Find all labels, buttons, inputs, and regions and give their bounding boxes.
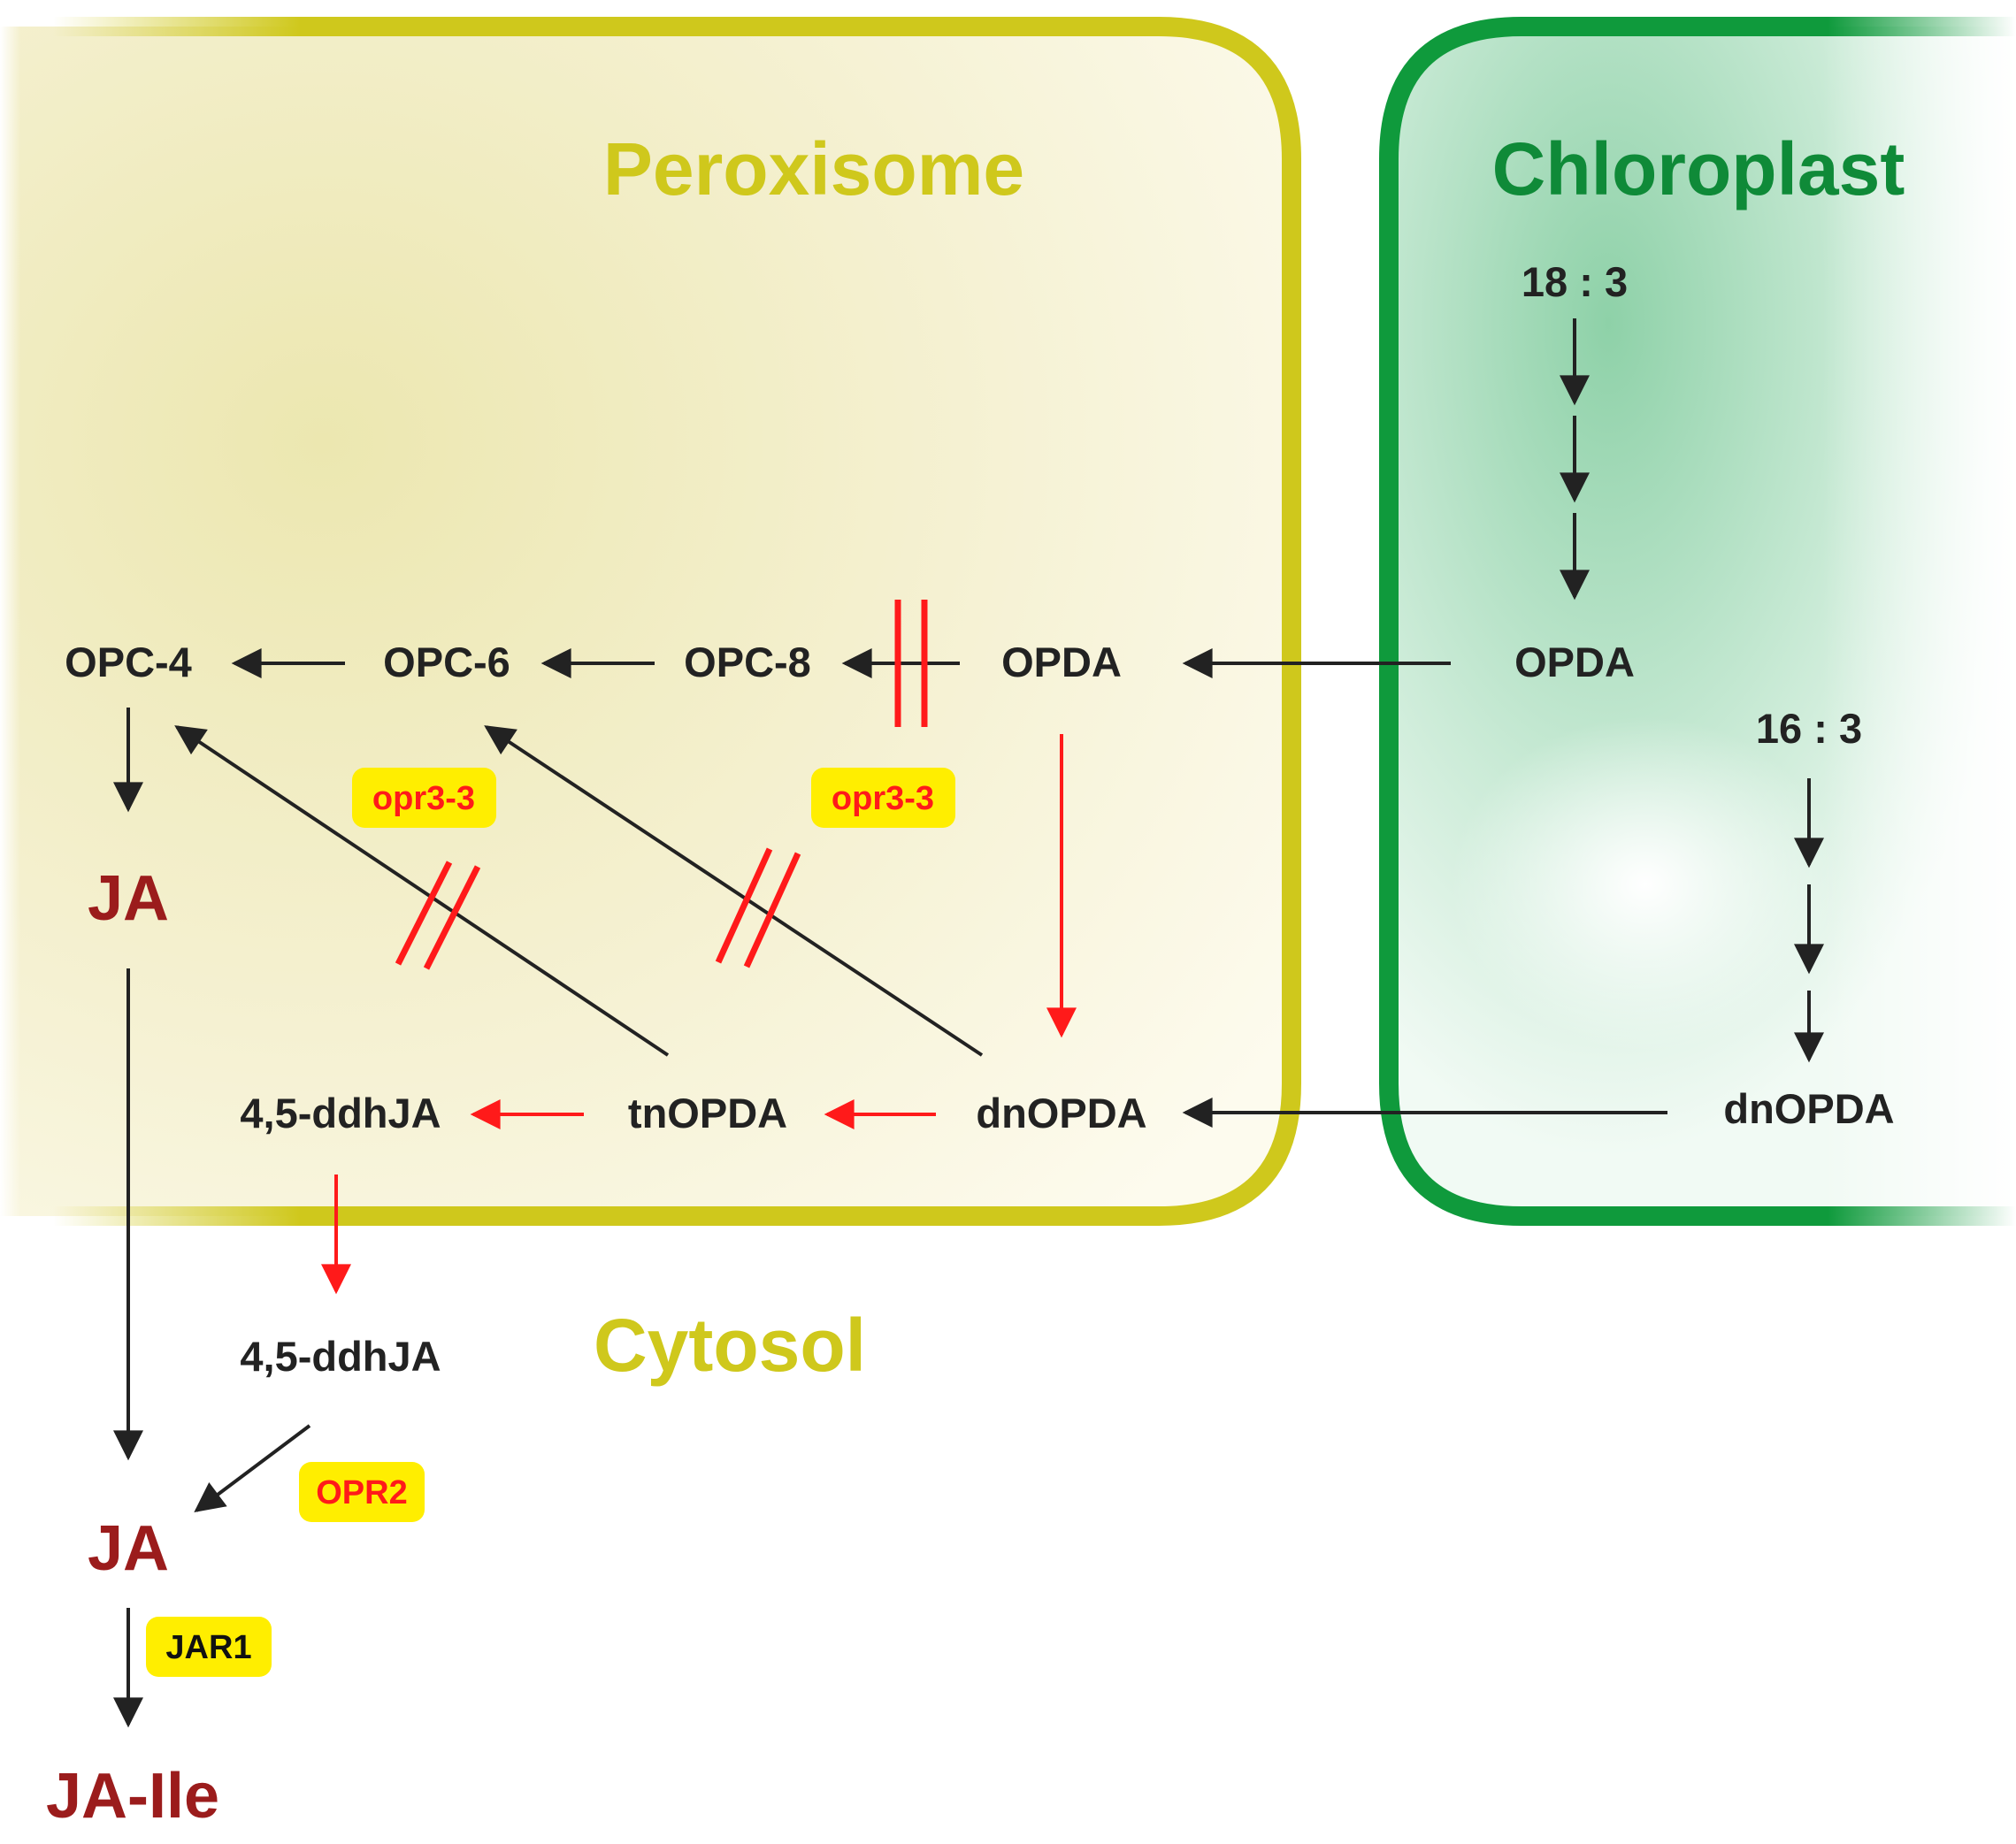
- jar1-badge: JAR1: [146, 1617, 272, 1677]
- chloroplast-dnopda-label: dnOPDA: [1723, 1085, 1894, 1132]
- fatty-acid-16-3-label: 16 : 3: [1756, 705, 1862, 752]
- fatty-acid-18-3-label: 18 : 3: [1522, 258, 1628, 305]
- block-mark-tnopda-opc4: [395, 861, 481, 970]
- tnopda-label: tnOPDA: [628, 1090, 787, 1136]
- ja-ile-label: JA-Ile: [46, 1761, 219, 1832]
- arrow-dnopda-to-opc6: [484, 725, 984, 1057]
- opr3-3-badge-left-label: opr3-3: [372, 780, 475, 817]
- jar1-badge-label: JAR1: [165, 1629, 251, 1666]
- cytosol-ddhja-label: 4,5-ddhJA: [240, 1333, 441, 1380]
- arrow-ddhja-to-ja: [194, 1424, 311, 1513]
- opr3-3-badge-left: opr3-3: [352, 768, 496, 828]
- peroxisome-ja-label: JA: [88, 863, 169, 934]
- opr2-badge: OPR2: [299, 1462, 425, 1522]
- opr2-badge-label: OPR2: [316, 1474, 407, 1511]
- peroxisome-dnopda-label: dnOPDA: [976, 1090, 1146, 1136]
- peroxisome-ddhja-label: 4,5-ddhJA: [240, 1090, 441, 1136]
- peroxisome-opda-label: OPDA: [1001, 639, 1122, 685]
- chloroplast-compartment: Chloroplast: [1379, 17, 2016, 1229]
- arrow-tnopda-to-opc4: [174, 725, 670, 1057]
- chloroplast-title: Chloroplast: [1492, 127, 1905, 210]
- block-mark-dnopda-opc6: [715, 847, 801, 968]
- cytosol-title: Cytosol: [594, 1304, 866, 1387]
- block-mark-opda-opc8: [894, 600, 928, 727]
- opc4-label: OPC-4: [65, 639, 192, 685]
- peroxisome-compartment: Peroxisome: [0, 17, 1301, 1227]
- opc8-label: OPC-8: [684, 639, 811, 685]
- opr3-3-badge-right: opr3-3: [811, 768, 955, 828]
- opc6-label: OPC-6: [383, 639, 510, 685]
- chloroplast-opda-label: OPDA: [1514, 639, 1635, 685]
- peroxisome-title: Peroxisome: [603, 127, 1024, 210]
- opr3-3-badge-right-label: opr3-3: [832, 780, 934, 817]
- cytosol-ja-label: JA: [88, 1513, 169, 1584]
